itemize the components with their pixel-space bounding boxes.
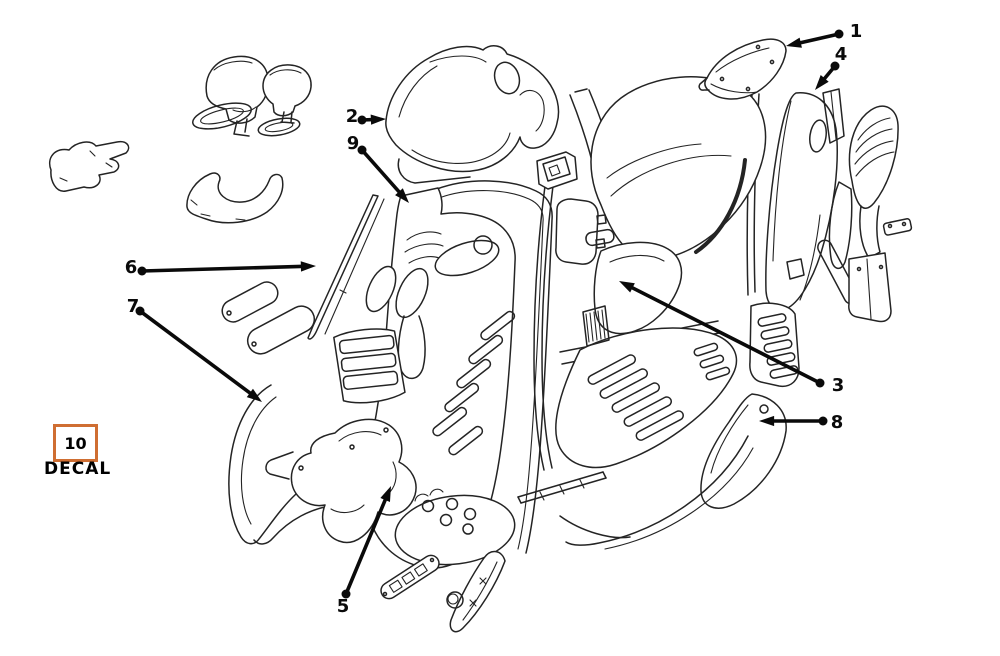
latch-block <box>536 151 578 190</box>
callout-9: 9 <box>347 133 409 203</box>
rear-top-cowl <box>698 38 787 100</box>
callout-label-5: 5 <box>337 596 350 617</box>
bottom-right-flap <box>449 550 506 633</box>
small-ring <box>446 591 464 609</box>
callout-8: 8 <box>759 412 843 433</box>
glove-box-door <box>555 198 607 265</box>
front-fender <box>265 418 417 544</box>
callout-6: 6 <box>125 257 316 278</box>
decal-label: DECAL <box>44 459 112 479</box>
decal-number-box: 10 <box>53 424 98 462</box>
callout-label-8: 8 <box>831 412 844 433</box>
callout-label-7: 7 <box>127 296 140 317</box>
callout-3: 3 <box>619 281 844 396</box>
lower-right-trim <box>517 471 631 539</box>
mud-flap <box>848 252 892 323</box>
decal-number: 10 <box>64 433 87 453</box>
under-seat-bucket <box>585 228 683 335</box>
callout-label-2: 2 <box>346 106 359 127</box>
headlight-left <box>192 55 269 137</box>
left-bracket <box>49 140 130 192</box>
floor-board <box>555 305 738 469</box>
bottom-left-strip <box>380 554 440 600</box>
u-trim <box>186 172 284 224</box>
footrest-pads <box>221 281 316 355</box>
callout-label-3: 3 <box>832 375 845 396</box>
callout-7: 7 <box>127 296 262 402</box>
callout-label-9: 9 <box>347 133 360 154</box>
inspection-disc <box>394 488 516 566</box>
callout-5: 5 <box>337 486 391 617</box>
side-strip <box>307 194 385 340</box>
shield-grille <box>333 328 406 404</box>
callout-2: 2 <box>346 106 386 127</box>
callout-1: 1 <box>786 21 862 48</box>
callout-label-6: 6 <box>125 257 138 278</box>
callout-label-1: 1 <box>850 21 863 42</box>
callout-label-4: 4 <box>835 44 848 65</box>
callout-4: 4 <box>815 44 847 90</box>
rear-side-panel <box>765 92 838 311</box>
handlebar-cover <box>385 45 560 184</box>
headlight-right <box>257 64 312 137</box>
right-bracket-strip <box>817 88 913 305</box>
